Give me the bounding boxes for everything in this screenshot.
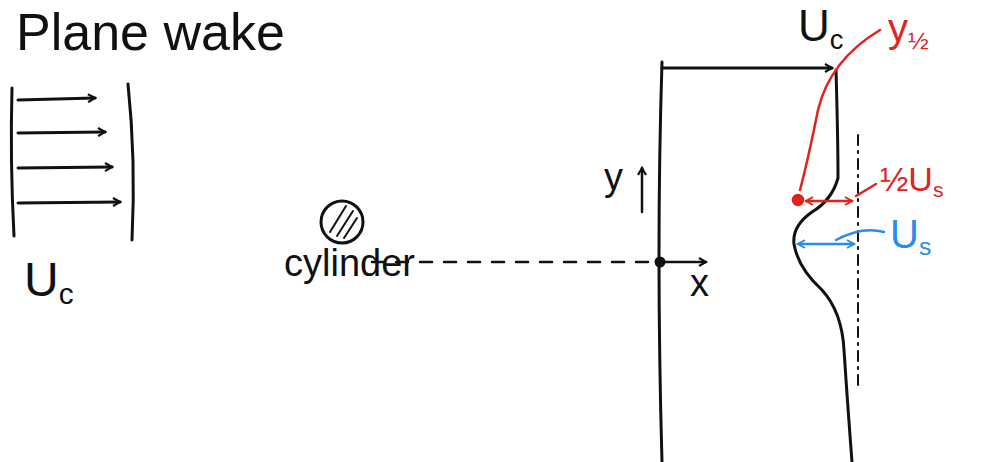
part-name: cylinder [284, 244, 415, 282]
inflow-arrow [18, 202, 120, 203]
cylinder-symbol [321, 201, 363, 243]
velocity-arrow [662, 67, 832, 70]
inflow-arrow [18, 167, 112, 168]
half-width-point [793, 195, 803, 205]
y-axis-arrow [641, 168, 644, 212]
symbol-subscript: c [59, 277, 74, 310]
deficit-arrow [798, 243, 854, 246]
symbol-subscript: ½ [908, 27, 929, 54]
axis-label: y [604, 158, 623, 196]
diagram-title: Plane wake [16, 6, 285, 58]
inflow-arrow [18, 132, 105, 133]
inflow-line [11, 88, 14, 236]
deficit-label: Us [890, 214, 931, 260]
inflow-line [128, 84, 133, 240]
symbol-subscript: s [933, 178, 944, 201]
half-deficit-arrow [806, 200, 852, 203]
symbol-base: ½U [880, 160, 933, 198]
axis-label: x [690, 264, 709, 302]
symbol-base: U [24, 253, 59, 306]
symbol-subscript: s [919, 233, 931, 260]
x-axis-arrow [662, 261, 706, 264]
symbol-base: U [798, 1, 830, 50]
half-width-label: y½ [888, 8, 929, 54]
velocity-label: Uc [798, 4, 843, 53]
inflow-arrow [18, 98, 95, 100]
half-deficit-label: ½Us [880, 162, 943, 200]
symbol-subscript: c [830, 24, 844, 55]
cylinder-hatching [330, 206, 357, 238]
leader-line [836, 230, 884, 240]
freestream-reference [857, 135, 859, 385]
wake-profile [794, 70, 852, 462]
velocity-label: Uc [24, 256, 74, 309]
symbol-base: y [888, 6, 908, 50]
symbol-base: U [890, 212, 919, 256]
leader-line [856, 184, 876, 196]
